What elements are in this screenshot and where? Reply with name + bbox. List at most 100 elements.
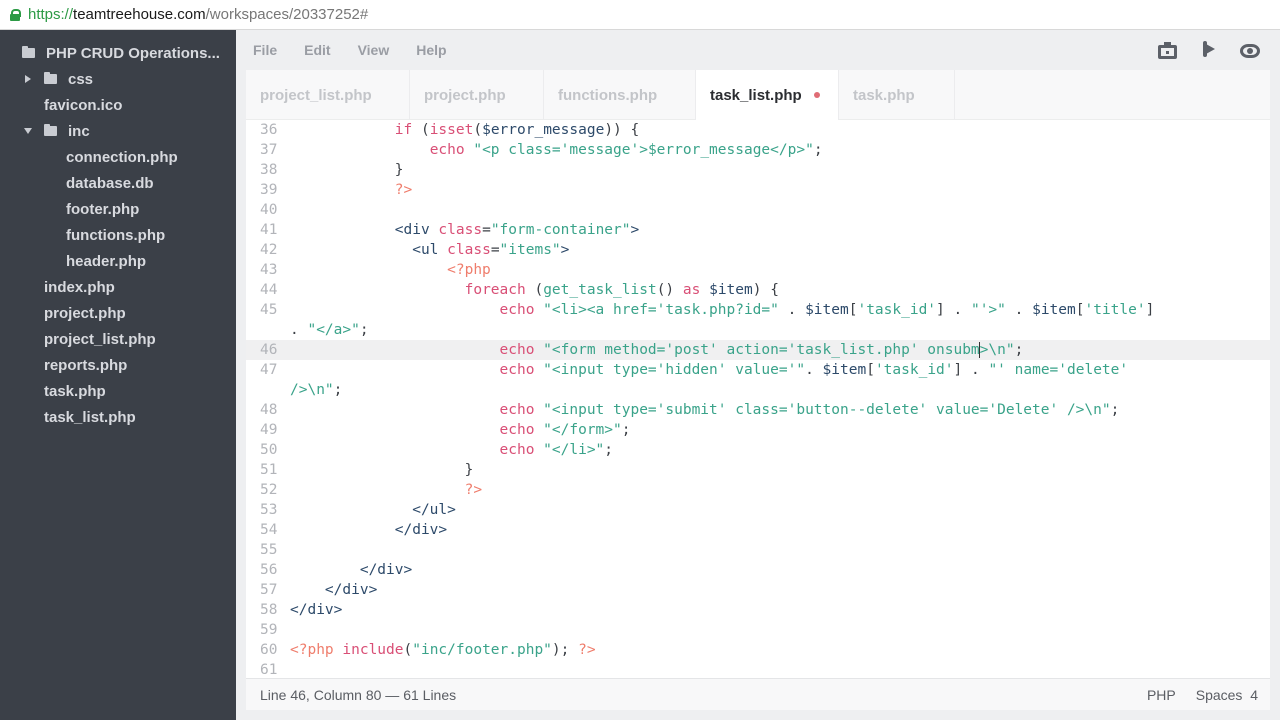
code-token: [ [866, 362, 875, 378]
chevron-down-icon[interactable] [24, 128, 32, 134]
code-token: "<input type='hidden' value='" [543, 362, 806, 378]
line-number: 43 [260, 262, 278, 278]
code-line[interactable]: 55 [246, 540, 1270, 560]
code-token: )) { [604, 122, 640, 138]
line-content: . "</a>"; [290, 320, 369, 340]
code-token: />\n" [290, 382, 334, 398]
code-line[interactable]: 47 echo "<input type='hidden' value='". … [246, 360, 1270, 380]
tab-label: task.php [853, 86, 915, 104]
code-line[interactable]: 43 <?php [246, 260, 1270, 280]
code-line[interactable]: 59 [246, 620, 1270, 640]
line-content: } [290, 460, 474, 480]
line-content: ?> [290, 480, 482, 500]
code-line[interactable]: 49 echo "</form>"; [246, 420, 1270, 440]
code-token [700, 282, 709, 298]
file-index-php[interactable]: index.php [44, 274, 115, 300]
unsaved-changes-dot-icon [813, 92, 820, 98]
line-content: </div> [290, 520, 447, 540]
file-favicon-ico[interactable]: favicon.ico [44, 92, 122, 118]
file-header-php[interactable]: header.php [66, 248, 146, 274]
language-mode[interactable]: PHP [1146, 686, 1176, 703]
code-token: ; [359, 322, 369, 338]
code-token: . [1005, 302, 1033, 318]
code-token: echo [499, 342, 535, 358]
code-token: echo [499, 362, 535, 378]
file-functions-php[interactable]: functions.php [66, 222, 165, 248]
code-token: </div> [324, 582, 378, 598]
preview-eye-icon[interactable] [1240, 43, 1260, 58]
code-line[interactable]: 57 </div> [246, 580, 1270, 600]
code-token: > [630, 222, 640, 238]
code-line[interactable]: 41 <div class="form-container"> [246, 220, 1270, 240]
line-content: foreach (get_task_list() as $item) { [290, 280, 779, 300]
share-icon[interactable] [1199, 40, 1218, 57]
tab-project-php[interactable]: project.php [410, 70, 544, 120]
code-line[interactable]: 51 } [246, 460, 1270, 480]
code-line[interactable]: 54 </div> [246, 520, 1270, 540]
file-task-php[interactable]: task.php [44, 378, 106, 404]
code-line[interactable]: 37 echo "<p class='message'>$error_messa… [246, 140, 1270, 160]
code-line[interactable]: 61 [246, 660, 1270, 678]
line-number: 39 [260, 182, 278, 198]
code-line[interactable]: 53 </ul> [246, 500, 1270, 520]
code-line[interactable]: . "</a>"; [246, 320, 1270, 340]
code-line[interactable]: 60<?php include("inc/footer.php"); ?> [246, 640, 1270, 660]
code-token [290, 182, 395, 198]
code-line[interactable]: 58</div> [246, 600, 1270, 620]
indentation-setting[interactable]: Spaces 4 [1195, 686, 1258, 703]
code-line[interactable]: 40 [246, 200, 1270, 220]
code-line[interactable]: 44 foreach (get_task_list() as $item) { [246, 280, 1270, 300]
line-number: 50 [260, 442, 278, 458]
code-line[interactable]: 50 echo "</li>"; [246, 440, 1270, 460]
code-token [290, 302, 500, 318]
line-number: 55 [260, 542, 278, 558]
code-line[interactable]: 52 ?> [246, 480, 1270, 500]
tab-task-list-php[interactable]: task_list.php [696, 70, 839, 120]
code-line[interactable]: 36 if (isset($error_message)) { [246, 120, 1270, 140]
file-project-php[interactable]: project.php [44, 300, 126, 326]
menu-help[interactable]: Help [416, 42, 447, 58]
code-line[interactable]: 39 ?> [246, 180, 1270, 200]
folder-css[interactable]: css [25, 66, 93, 92]
code-line[interactable]: 48 echo "<input type='submit' class='but… [246, 400, 1270, 420]
project-root[interactable]: PHP CRUD Operations... [22, 40, 220, 66]
code-token [290, 402, 500, 418]
url-path: /workspaces/20337252# [205, 6, 369, 23]
code-token [290, 282, 465, 298]
menu-edit[interactable]: Edit [304, 42, 331, 58]
file-connection-php[interactable]: connection.php [66, 144, 178, 170]
browser-address-bar[interactable]: https://teamtreehouse.com/workspaces/203… [0, 0, 1280, 30]
code-line[interactable]: 42 <ul class="items"> [246, 240, 1270, 260]
file-task-list-php[interactable]: task_list.php [44, 404, 136, 430]
line-number: 37 [260, 142, 278, 158]
code-token: <?php [290, 642, 334, 658]
code-editor[interactable]: 36 if (isset($error_message)) {37 echo "… [246, 120, 1270, 678]
file-project-list-php[interactable]: project_list.php [44, 326, 156, 352]
file-footer-php[interactable]: footer.php [66, 196, 139, 222]
chevron-right-icon[interactable] [25, 75, 31, 83]
code-token: . [778, 302, 806, 318]
screenshot-icon[interactable] [1158, 41, 1177, 59]
code-line[interactable]: 38 } [246, 160, 1270, 180]
code-token [438, 242, 447, 258]
code-token: ; [1110, 402, 1120, 418]
menu-file[interactable]: File [253, 42, 278, 58]
code-line[interactable]: 56 </div> [246, 560, 1270, 580]
line-content: <?php include("inc/footer.php"); ?> [290, 640, 596, 660]
cursor-position: Line 46, Column 80 — 61 Lines [260, 686, 457, 703]
code-line[interactable]: 46 echo "<form method='post' action='tas… [246, 340, 1270, 360]
file-database-db[interactable]: database.db [66, 170, 154, 196]
tab-task-php[interactable]: task.php [839, 70, 955, 120]
folder-inc[interactable]: inc [24, 118, 90, 144]
tab-functions-php[interactable]: functions.php [544, 70, 696, 120]
code-line[interactable]: 45 echo "<li><a href='task.php?id=" . $i… [246, 300, 1270, 320]
code-token: > [560, 242, 570, 258]
file-reports-php[interactable]: reports.php [44, 352, 127, 378]
menu-view[interactable]: View [357, 42, 390, 58]
line-content: </div> [290, 560, 412, 580]
code-line[interactable]: />\n"; [246, 380, 1270, 400]
code-token: . [290, 322, 308, 338]
code-token: () [656, 282, 683, 298]
tab-project-list-php[interactable]: project_list.php [246, 70, 410, 120]
line-content: echo "</form>"; [290, 420, 631, 440]
